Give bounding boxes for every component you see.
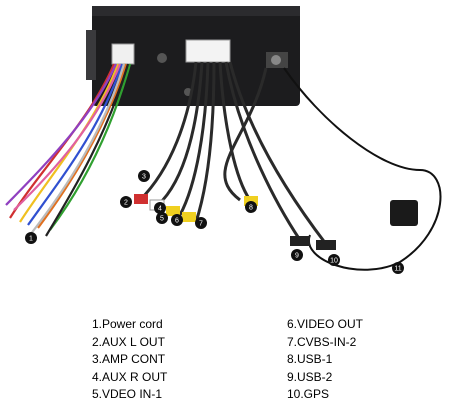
usb-plug-2 [316, 240, 336, 250]
callout-label: 6 [175, 218, 179, 225]
legend-item: 1.Power cord [92, 317, 163, 331]
legend-right-column: 6.VIDEO OUT 7.CVBS-IN-2 8.USB-1 9.USB-2 … [287, 316, 363, 404]
main-connector [185, 39, 231, 63]
callout-marker [392, 262, 404, 274]
signal-cables [138, 61, 442, 271]
callout-marker [120, 196, 132, 208]
usb-plug-1 [290, 236, 310, 246]
callout-label: 1 [29, 236, 33, 243]
gps-antenna [390, 200, 418, 226]
callout-marker [328, 254, 340, 266]
legend-item: 10.GPS [287, 387, 330, 402]
iso-connector [111, 43, 135, 65]
callout-marker [25, 232, 37, 244]
legend-item: 3.AMP CONT [92, 352, 166, 367]
callout-label: 5 [160, 216, 164, 223]
power-cord-wires [5, 63, 132, 237]
callout-marker [291, 249, 303, 261]
legend-item: 5.VDEO IN-1 [92, 387, 163, 402]
legend-item: 9.USB-2 [287, 369, 333, 384]
legend-item: 7.CVBS-IN-2 [287, 334, 357, 349]
callout-label: 7 [199, 221, 203, 228]
callout-label: 8 [249, 205, 253, 212]
callout-marker [245, 201, 257, 213]
callout-marker [154, 202, 166, 214]
wiring-harness-photo: 1 2 3 4 5 6 7 8 9 10 11 [5, 6, 442, 274]
callout-marker [156, 212, 168, 224]
legend-item: 4.AUX R OUT [92, 369, 168, 384]
gps-port [271, 55, 281, 65]
callout-marker [195, 217, 207, 229]
callout-markers: 1 2 3 4 5 6 7 8 9 10 11 [25, 170, 404, 274]
legend-item: 8.USB-1 [287, 352, 333, 367]
screw-left [157, 53, 167, 63]
callout-label: 10 [330, 258, 338, 265]
callout-label: 2 [124, 200, 128, 207]
callout-label: 4 [158, 206, 162, 213]
head-unit-top-rim [92, 6, 300, 16]
legend-item: 2.AUX L OUT [92, 334, 165, 349]
legend-item: 6.VIDEO OUT [287, 317, 364, 331]
callout-label: 11 [394, 266, 401, 273]
callout-label: 3 [142, 174, 146, 181]
mounting-bracket [86, 30, 96, 80]
callout-label: 9 [295, 253, 299, 260]
legend-left-column: 1.Power cord 2.AUX L OUT 3.AMP CONT 4.AU… [92, 316, 167, 404]
callout-marker [171, 214, 183, 226]
callout-marker [138, 170, 150, 182]
